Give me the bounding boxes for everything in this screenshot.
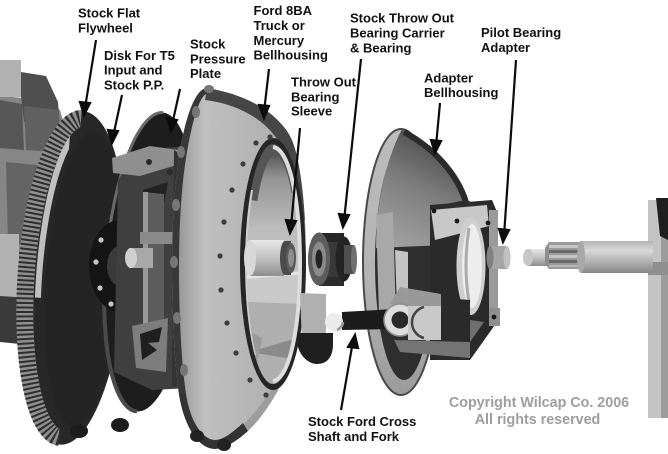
svg-text:Stock Throw Out: Stock Throw Out (350, 11, 455, 26)
svg-text:Pressure: Pressure (190, 51, 246, 66)
svg-text:Truck or: Truck or (254, 18, 305, 33)
svg-text:All rights reserved: All rights reserved (475, 412, 601, 428)
svg-text:Adapter: Adapter (481, 40, 530, 55)
svg-text:Bearing: Bearing (291, 89, 339, 104)
svg-text:Bellhousing: Bellhousing (254, 48, 328, 63)
svg-text:Sleeve: Sleeve (291, 104, 332, 119)
svg-text:Copyright Wilcap Co. 2006: Copyright Wilcap Co. 2006 (449, 395, 629, 411)
svg-text:Bearing Carrier: Bearing Carrier (350, 26, 445, 41)
svg-text:Disk For T5: Disk For T5 (104, 48, 175, 63)
svg-text:Input and: Input and (104, 63, 163, 78)
svg-text:Pilot Bearing: Pilot Bearing (481, 25, 561, 40)
svg-text:Stock Ford Cross: Stock Ford Cross (308, 414, 416, 429)
svg-text:Mercury: Mercury (254, 33, 305, 48)
svg-text:Flywheel: Flywheel (78, 21, 133, 36)
svg-text:Adapter: Adapter (424, 71, 473, 86)
svg-text:Throw Out: Throw Out (291, 74, 357, 89)
svg-text:Stock: Stock (190, 37, 226, 52)
svg-text:Stock P.P.: Stock P.P. (104, 77, 164, 92)
svg-text:Ford 8BA: Ford 8BA (254, 3, 313, 18)
svg-text:Stock Flat: Stock Flat (78, 6, 141, 21)
svg-text:Plate: Plate (190, 66, 221, 81)
svg-text:Shaft and Fork: Shaft and Fork (308, 429, 400, 444)
svg-text:& Bearing: & Bearing (350, 41, 411, 56)
svg-text:Bellhousing: Bellhousing (424, 85, 498, 100)
